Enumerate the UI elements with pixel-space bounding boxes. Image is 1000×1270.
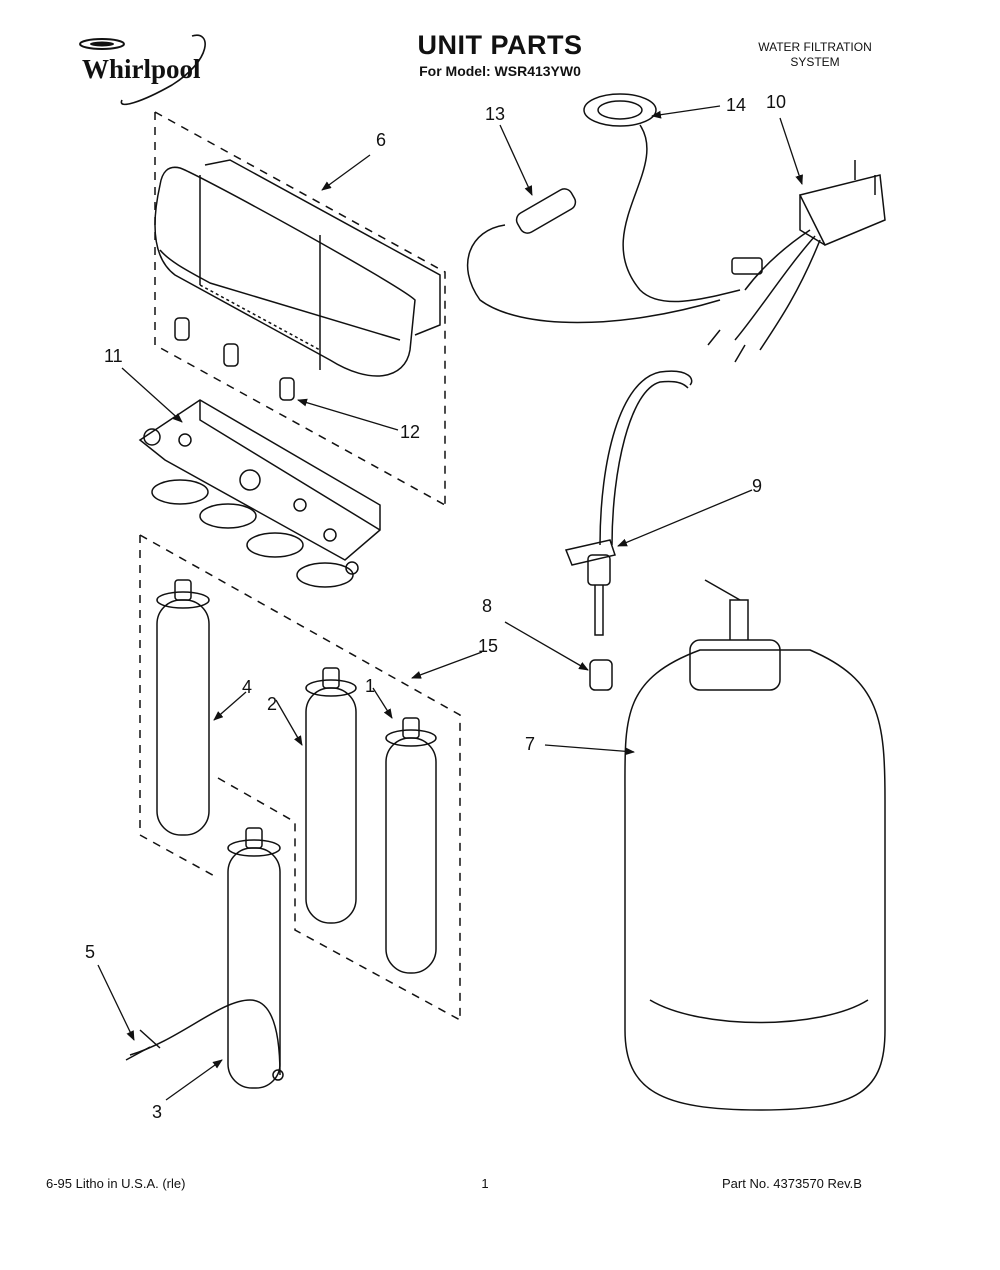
callout-7: 7 xyxy=(525,734,535,754)
part-manifold-bracket xyxy=(138,399,381,588)
callout-12: 12 xyxy=(400,422,420,442)
part-cover xyxy=(154,159,441,377)
part-sensor-ring xyxy=(583,93,741,303)
callout-13: 13 xyxy=(485,104,505,124)
callout-15: 15 xyxy=(478,636,498,656)
callout-14: 14 xyxy=(726,95,746,115)
system-line-2: SYSTEM xyxy=(790,55,840,69)
part-fittings xyxy=(174,317,295,401)
footer-litho: 6-95 Litho in U.S.A. (rle) xyxy=(46,1176,186,1191)
part-filter-1 xyxy=(385,717,437,974)
part-switch-harness xyxy=(707,160,886,363)
footer-page-number: 1 xyxy=(481,1176,489,1191)
page-title: UNIT PARTS xyxy=(417,30,583,60)
footer-part-number: Part No. 4373570 Rev.B xyxy=(722,1176,862,1191)
callout-10: 10 xyxy=(766,92,786,112)
part-nut xyxy=(589,659,613,691)
system-line-1: WATER FILTRATION xyxy=(758,40,872,54)
part-faucet xyxy=(564,370,693,636)
callout-5: 5 xyxy=(85,942,95,962)
whirlpool-logo: Whirlpool xyxy=(79,34,206,106)
callout-6: 6 xyxy=(376,130,386,150)
callout-1: 1 xyxy=(365,676,375,696)
callout-labels: 6 13 14 10 11 12 9 8 15 4 1 2 7 5 3 xyxy=(85,92,786,1122)
callout-9: 9 xyxy=(752,476,762,496)
callout-4: 4 xyxy=(242,677,252,697)
callout-11: 11 xyxy=(104,346,123,366)
part-storage-tank xyxy=(624,579,886,1111)
model-line: For Model: WSR413YW0 xyxy=(419,63,581,79)
part-tube xyxy=(125,999,284,1081)
callout-3: 3 xyxy=(152,1102,162,1122)
part-filter-4 xyxy=(156,579,210,836)
logo-wordmark: Whirlpool xyxy=(82,54,201,84)
callout-8: 8 xyxy=(482,596,492,616)
part-filter-2 xyxy=(305,667,357,924)
part-filter-3 xyxy=(227,827,281,1089)
callout-2: 2 xyxy=(267,694,277,714)
part-check-valve xyxy=(466,188,721,324)
